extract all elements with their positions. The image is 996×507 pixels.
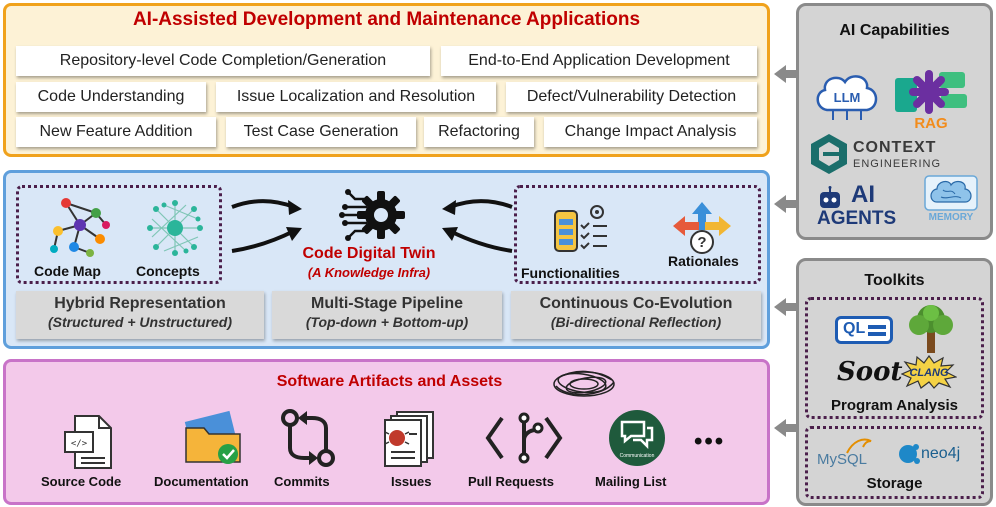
functionalities-icon xyxy=(554,205,607,252)
svg-text:</>: </> xyxy=(71,439,88,449)
storage-label: Storage xyxy=(866,475,923,492)
chip-code-understanding: Code Understanding xyxy=(16,82,206,112)
storage-group xyxy=(805,426,984,499)
program-analysis-group xyxy=(805,297,984,419)
ai-agents-logo-icon xyxy=(820,186,840,208)
artifacts-title: Software Artifacts and Assets xyxy=(276,373,503,390)
pillar-continuous-coevolution: Continuous Co-Evolution (Bi-directional … xyxy=(511,291,761,339)
arrow-right-to-center-upper xyxy=(442,199,513,215)
issues-icon xyxy=(384,411,434,467)
ai-capabilities-panel: AI Capabilities LLM RAG CONTEXT ENGINEER… xyxy=(796,3,993,240)
artifacts-panel: Software Artifacts and Assets </> Source… xyxy=(3,359,770,505)
mysql-dolphin-icon xyxy=(846,438,872,454)
toolkits-title: Toolkits xyxy=(864,272,925,289)
codeql-logo-icon: QL xyxy=(835,316,893,344)
svg-text:?: ? xyxy=(697,234,706,251)
mailing-list-icon: Communication xyxy=(609,410,665,466)
digital-twin-title: Code Digital Twin xyxy=(302,245,436,262)
code-digital-twin-panel: Code Map Concepts xyxy=(3,170,770,349)
tree-logo-icon xyxy=(909,305,953,353)
arrow-right-to-center-lower xyxy=(442,227,513,253)
pull-requests-icon xyxy=(485,412,563,464)
documentation-icon xyxy=(184,410,241,464)
neo4j-logo-icon xyxy=(899,444,920,464)
llm-logo-icon: LLM xyxy=(816,75,878,120)
arrow-left-to-center-upper xyxy=(231,199,302,215)
clang-text: CLANG xyxy=(909,367,949,379)
chip-refactoring: Refactoring xyxy=(424,117,534,147)
arrow-toolkits-to-digital-twin xyxy=(774,298,797,316)
chip-e2e-development: End-to-End Application Development xyxy=(441,46,757,76)
chip-new-feature: New Feature Addition xyxy=(16,117,216,147)
tangle-scribble-icon xyxy=(553,370,615,397)
digital-twin-subtitle: (A Knowledge Infra) xyxy=(307,265,431,280)
more-artifacts-ellipsis: ••• xyxy=(694,428,726,455)
rationales-icon: ? xyxy=(673,202,731,254)
pull-requests-label: Pull Requests xyxy=(468,474,554,489)
ql-bar-1 xyxy=(868,325,886,329)
source-code-label: Source Code xyxy=(41,474,122,489)
context-engineering-text-2: ENGINEERING xyxy=(853,158,942,170)
documentation-label: Documentation xyxy=(154,474,249,489)
pillar-coevolution-subtitle: (Bi-directional Reflection) xyxy=(550,314,722,330)
ql-bar-2 xyxy=(868,332,886,336)
concepts-icon xyxy=(147,200,203,256)
rationales-label: Rationales xyxy=(668,253,739,269)
arrow-ai-to-applications xyxy=(774,65,797,83)
commits-label: Commits xyxy=(274,474,330,489)
chip-defect-detection: Defect/Vulnerability Detection xyxy=(506,82,757,112)
concepts-label: Concepts xyxy=(136,263,200,279)
pillar-coevolution-title: Continuous Co-Evolution xyxy=(539,295,733,312)
digital-twin-gear-icon xyxy=(339,189,405,241)
neo4j-logo-text: neo4j xyxy=(921,445,961,462)
clang-logo-icon: CLANG xyxy=(901,355,957,389)
rag-logo-icon: RAG xyxy=(895,70,967,132)
mailing-icon-caption: Communication xyxy=(619,453,655,459)
llm-text: LLM xyxy=(834,90,861,105)
functionalities-label: Functionalities xyxy=(521,265,620,281)
memory-logo-icon: MEMORY xyxy=(924,175,978,222)
chip-change-impact: Change Impact Analysis xyxy=(544,117,757,147)
mailing-list-label: Mailing List xyxy=(595,474,667,489)
arrow-toolkits-to-artifacts xyxy=(774,419,797,437)
source-code-icon: </> xyxy=(64,415,112,469)
chip-repo-completion: Repository-level Code Completion/Generat… xyxy=(16,46,430,76)
semantic-knowledge-group xyxy=(514,185,761,284)
rag-text: RAG xyxy=(914,115,947,132)
ai-capabilities-title: AI Capabilities xyxy=(839,22,950,39)
code-map-label: Code Map xyxy=(34,263,101,279)
arrow-left-to-center-lower xyxy=(231,227,302,253)
pillar-hybrid-representation: Hybrid Representation (Structured + Unst… xyxy=(16,291,264,339)
pillar-multi-stage-pipeline: Multi-Stage Pipeline (Top-down + Bottom-… xyxy=(272,291,502,339)
toolkits-panel: Toolkits QL Soot CLANG Program Analysis … xyxy=(796,258,993,506)
ai-agents-text-2: AGENTS xyxy=(817,208,897,229)
mysql-logo-text: MySQL xyxy=(817,451,868,468)
context-engineering-text-1: CONTEXT xyxy=(853,139,937,156)
code-map-icon xyxy=(50,198,110,257)
arrow-ai-to-digital-twin xyxy=(774,195,797,213)
chip-test-generation: Test Case Generation xyxy=(226,117,416,147)
applications-title: AI-Assisted Development and Maintenance … xyxy=(132,9,641,30)
context-engineering-logo-icon xyxy=(811,134,847,174)
ql-text: QL xyxy=(843,320,866,337)
pillar-hybrid-subtitle: (Structured + Unstructured) xyxy=(48,314,232,330)
ai-agents-text-1: AI xyxy=(851,181,875,208)
pillar-pipeline-subtitle: (Top-down + Bottom-up) xyxy=(305,314,469,330)
pillar-hybrid-title: Hybrid Representation xyxy=(54,295,226,312)
memory-text: MEMORY xyxy=(929,212,974,222)
structure-knowledge-group xyxy=(16,185,222,284)
commits-icon xyxy=(281,409,335,467)
applications-panel: AI-Assisted Development and Maintenance … xyxy=(3,3,770,157)
chip-issue-localization: Issue Localization and Resolution xyxy=(216,82,496,112)
issues-label: Issues xyxy=(391,474,432,489)
pillar-pipeline-title: Multi-Stage Pipeline xyxy=(310,295,463,312)
program-analysis-label: Program Analysis xyxy=(831,397,958,414)
soot-logo-text: Soot xyxy=(837,357,903,387)
